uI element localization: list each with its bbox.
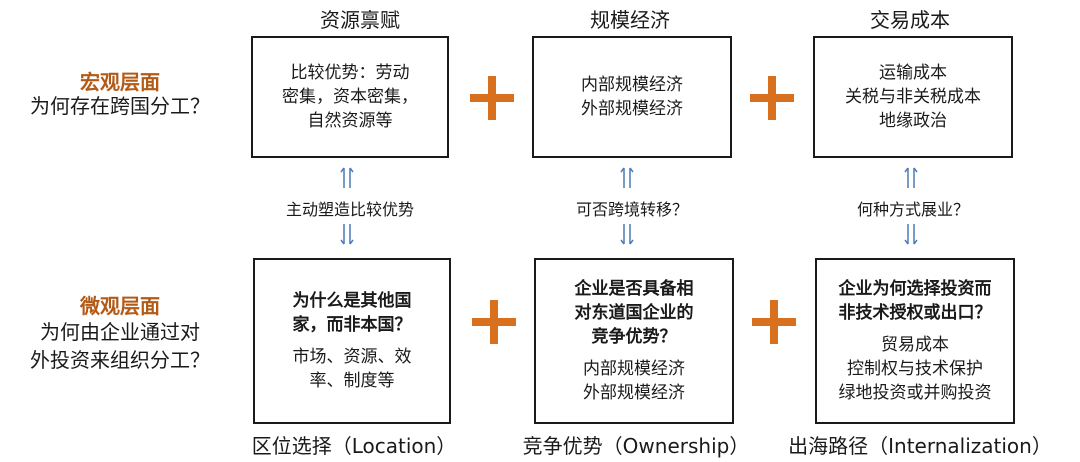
link-text-transaction: 何种方式展业？ [856,200,969,219]
bidirectional-arrow-icon [620,224,634,245]
bidirectional-arrow-icon [340,224,354,245]
micro-box-detail-line: 贸易成本 [881,335,949,355]
micro-box-detail-line: 内部规模经济 [583,359,685,379]
micro-box-question-line: 企业为何选择投资而 [838,279,992,299]
bidirectional-arrow-icon [620,167,634,188]
micro-box-question-line: 家，而非本国？ [292,315,412,335]
macro-level-title: 宏观层面 [80,70,160,94]
micro-box-ownership: 企业是否具备相 对东道国企业的 竞争优势？ 内部规模经济 外部规模经济 [534,258,734,424]
footer-internalization: 出海路径（Internalization） [788,434,1052,458]
plus-icon [752,300,796,344]
micro-level-title: 微观层面 [80,294,160,318]
macro-box-transaction: 运输成本 关税与非关税成本 地缘政治 [813,36,1013,158]
micro-box-internalization: 企业为何选择投资而 非技术授权或出口？ 贸易成本 控制权与技术保护 绿地投资或并… [815,258,1015,424]
micro-box-detail-line: 市场、资源、效 [292,347,412,367]
macro-level-question: 为何存在跨国分工？ [30,94,210,118]
macro-box-line: 地缘政治 [879,111,947,131]
column-header-endowment: 资源禀赋 [320,8,400,32]
footer-ownership: 竞争优势（Ownership） [522,434,750,458]
micro-level-question-line2: 外投资来组织分工？ [30,348,210,372]
macro-box-line: 内部规模经济 [581,75,683,95]
footer-location: 区位选择（Location） [251,434,457,458]
macro-box-line: 自然资源等 [307,111,393,131]
micro-box-question-line: 为什么是其他国 [292,291,412,311]
micro-box-question-line: 对东道国企业的 [574,303,694,323]
plus-icon [472,300,516,344]
micro-box-question-line: 竞争优势？ [591,327,677,347]
micro-box-location: 为什么是其他国 家，而非本国？ 市场、资源、效 率、制度等 [253,258,451,424]
micro-box-question-line: 企业是否具备相 [574,279,694,299]
macro-box-line: 运输成本 [879,63,947,83]
macro-box-scale: 内部规模经济 外部规模经济 [532,36,732,158]
macro-box-line: 关税与非关税成本 [845,87,981,107]
bidirectional-arrow-icon [340,167,354,188]
bidirectional-arrow-icon [904,167,918,188]
micro-box-detail-line: 率、制度等 [309,371,395,391]
micro-box-question-line: 非技术授权或出口？ [838,303,992,323]
column-header-scale: 规模经济 [590,8,670,32]
link-text-endowment: 主动塑造比较优势 [285,200,414,219]
plus-icon [470,76,514,120]
micro-level-question-line1: 为何由企业通过对 [40,320,200,344]
bidirectional-arrow-icon [904,224,918,245]
micro-box-detail-line: 外部规模经济 [583,383,685,403]
plus-icon [750,76,794,120]
column-header-transaction: 交易成本 [870,8,950,32]
link-text-scale: 可否跨境转移？ [575,200,688,219]
macro-box-line: 比较优势：劳动 [290,63,410,83]
macro-box-line: 密集，资本密集， [282,87,418,107]
macro-box-endowment: 比较优势：劳动 密集，资本密集， 自然资源等 [251,36,449,158]
micro-box-detail-line: 控制权与技术保护 [847,359,983,379]
macro-box-line: 外部规模经济 [581,99,683,119]
micro-box-detail-line: 绿地投资或并购投资 [838,383,992,403]
